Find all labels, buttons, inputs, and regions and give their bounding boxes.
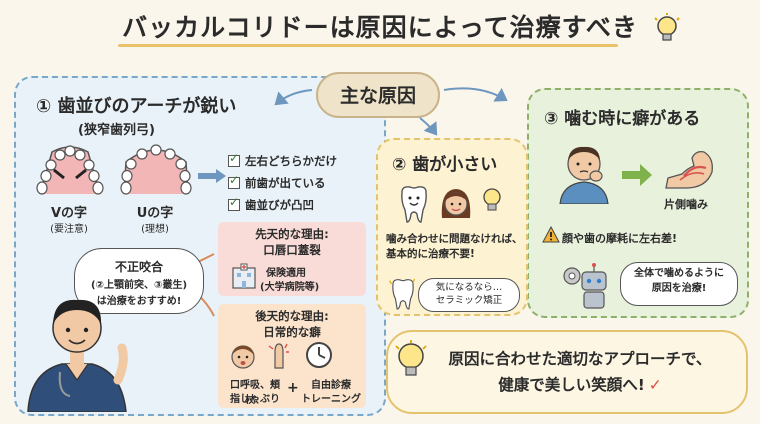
checkbox-icon — [228, 173, 240, 189]
university-hospital-label: (大学病院等) — [260, 282, 320, 293]
conclusion-line-2: 健康で美しい笑顔へ!✓ — [498, 376, 662, 394]
woman-face-icon — [441, 189, 471, 218]
robot-gear-icon — [563, 263, 607, 309]
one-side-chewing-label: 片側噛み — [664, 198, 708, 211]
cause-3-heading: ③ 噛む時に癖がある — [544, 109, 701, 129]
red-check-icon: ✓ — [648, 376, 662, 394]
page-title: バッカルコリドーは原因によって治療すべき — [122, 13, 638, 42]
clock-icon — [306, 342, 332, 368]
treatment-speech-bubble — [620, 262, 738, 306]
treatment-bubble-text: 全体で噛めるように 原因を治療! — [620, 266, 738, 296]
ceramic-bubble-line-2: セラミック矯正 — [435, 295, 503, 306]
v-arch-teeth-icon — [36, 145, 104, 195]
hospital-icon — [232, 263, 256, 289]
tooth-character-icon — [401, 186, 427, 223]
center-label: 主な原因 — [339, 85, 416, 107]
conclusion-banner — [386, 330, 748, 414]
malocclusion-types: (②上顎前突、③叢生) — [90, 280, 188, 291]
ceramic-speech-bubble — [418, 278, 520, 312]
free-treatment-label: 自由診療 — [311, 380, 351, 391]
malocclusion-advice: は治療をおすすめ! — [96, 296, 182, 307]
checkbox-icon — [228, 195, 240, 211]
checklist-item: 左右どちらかだけ — [228, 150, 337, 172]
v-arch-note: (要注意) — [50, 224, 88, 235]
habit-list-1: 口呼吸、頬杖、 — [230, 380, 280, 406]
habit-list-2: 指しゃぶり — [230, 394, 280, 405]
cause-1-subheading: (狭窄歯列弓) — [78, 123, 155, 138]
symptom-checklist: 左右どちらかだけ 前歯が出ている 歯並びが凸凹 — [228, 150, 337, 216]
treatment-bubble-line-1: 全体で噛めるように — [634, 268, 724, 279]
checklist-item: 前歯が出ている — [228, 172, 337, 194]
sparkling-tooth-icon — [389, 278, 416, 310]
checklist-item: 歯並びが凸凹 — [228, 194, 337, 216]
cause-2-line-1: 噛み合わせに問題なければ、 — [386, 233, 523, 245]
ceramic-bubble-line-1: 気になるなら… — [435, 282, 503, 293]
ceramic-bubble-text: 気になるなら… セラミック矯正 — [418, 281, 520, 307]
training-label: トレーニング — [301, 394, 361, 405]
cause-2-description: 噛み合わせに問題なければ、 基本的に治療不要! — [386, 232, 526, 262]
chewing-man-icon — [559, 146, 609, 204]
idea-bulb-icon — [483, 188, 501, 211]
v-arch-label: Vの字 — [50, 206, 88, 221]
flexed-arm-icon — [665, 150, 713, 189]
doctor-illustration-icon — [27, 299, 128, 412]
finger-sucking-icon — [268, 343, 289, 369]
plus-sign: + — [287, 380, 299, 396]
cause-1-heading: ① 歯並びのアーチが鋭い — [36, 96, 237, 117]
cause-2-heading: ② 歯が小さい — [392, 155, 498, 175]
cause-2-line-2: 基本的に治療不要! — [386, 248, 475, 260]
u-arch-label: Uの字 — [136, 206, 174, 221]
child-face-icon — [231, 345, 255, 369]
u-arch-note: (理想) — [141, 224, 169, 235]
checkbox-icon — [228, 151, 240, 167]
wear-warning-text: 顔や歯の摩耗に左右差! — [562, 232, 678, 245]
malocclusion-title: 不正咬合 — [114, 260, 163, 274]
conclusion-bulb-icon — [395, 340, 427, 376]
insurance-label: 保険適用 — [266, 268, 306, 279]
conclusion-text: 原因に合わせた適切なアプローチで、 健康で美しい笑顔へ!✓ — [430, 346, 730, 398]
congenital-condition: 口唇口蓋裂 — [263, 243, 321, 257]
center-cloud — [316, 72, 440, 118]
lightbulb-icon — [654, 13, 680, 41]
title-underline — [118, 44, 618, 47]
right-arrow-icon — [622, 164, 652, 186]
u-arch-teeth-icon — [120, 144, 192, 195]
acquired-condition: 日常的な癖 — [263, 325, 321, 339]
treatment-bubble-line-2: 原因を治療! — [651, 283, 707, 294]
doctor-speech-bubble — [74, 248, 204, 314]
acquired-title: 後天的な理由: — [255, 309, 329, 323]
congenital-title: 先天的な理由: — [255, 227, 329, 241]
warning-icon — [542, 226, 560, 243]
conclusion-line-1: 原因に合わせた適切なアプローチで、 — [448, 350, 712, 368]
